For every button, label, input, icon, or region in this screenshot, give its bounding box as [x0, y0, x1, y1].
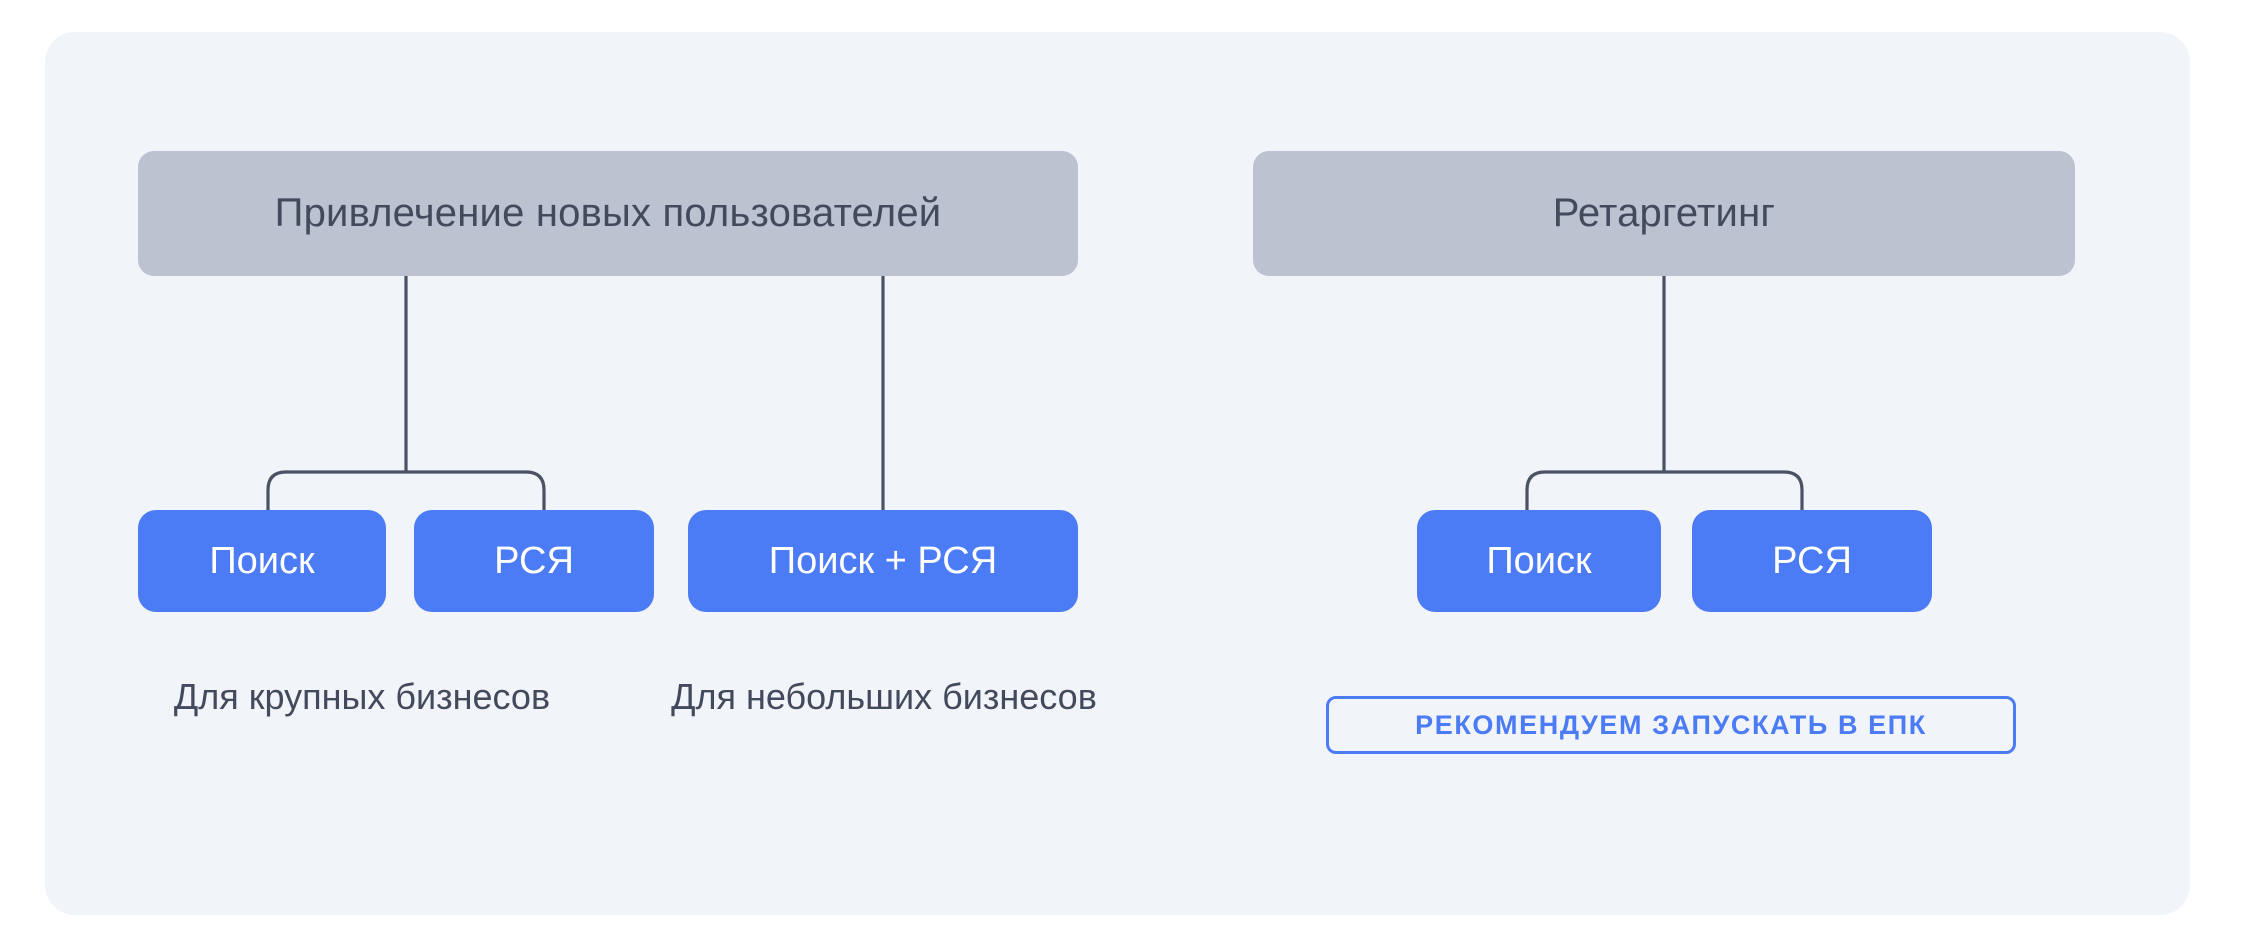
option-button-search-plus-rsya-label: Поиск + РСЯ — [768, 539, 998, 582]
group-header-acquisition-title: Привлечение новых пользователей — [274, 191, 942, 235]
option-button-search-retargeting-label: Поиск — [1486, 539, 1592, 582]
option-button-rsya-acquisition[interactable]: РСЯ — [414, 510, 654, 612]
option-button-rsya-acquisition-label: РСЯ — [494, 539, 574, 582]
caption-small-business: Для небольших бизнесов — [671, 676, 1097, 717]
option-button-search-acquisition-label: Поиск — [209, 539, 315, 582]
option-button-rsya-retargeting-label: РСЯ — [1772, 539, 1852, 582]
group-header-acquisition: Привлечение новых пользователей — [138, 151, 1078, 276]
group-header-retargeting-title: Ретаргетинг — [1552, 191, 1776, 235]
option-button-search-retargeting[interactable]: Поиск — [1417, 510, 1661, 612]
option-button-search-plus-rsya[interactable]: Поиск + РСЯ — [688, 510, 1078, 612]
option-button-rsya-retargeting[interactable]: РСЯ — [1692, 510, 1932, 612]
recommendation-badge-label: РЕКОМЕНДУЕМ ЗАПУСКАТЬ В ЕПК — [1415, 709, 1927, 740]
caption-large-business: Для крупных бизнесов — [173, 676, 551, 717]
option-button-search-acquisition[interactable]: Поиск — [138, 510, 386, 612]
group-header-retargeting: Ретаргетинг — [1253, 151, 2075, 276]
recommendation-badge: РЕКОМЕНДУЕМ ЗАПУСКАТЬ В ЕПК — [1326, 696, 2016, 754]
